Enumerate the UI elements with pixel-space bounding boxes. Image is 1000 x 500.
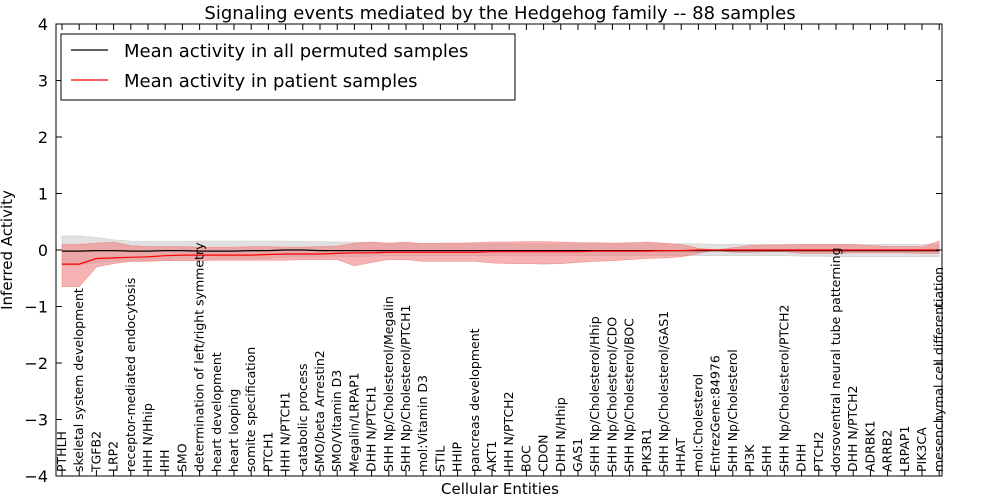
x-tick-label: CDON [536, 434, 551, 472]
x-tick-label: skeletal system development [71, 288, 86, 472]
x-tick-label: catabolic process [295, 363, 310, 472]
x-tick-label: GAS1 [570, 438, 585, 472]
y-tick-label: −3 [24, 411, 48, 430]
x-tick-label: mesenchymal cell differentiation [931, 267, 946, 472]
x-tick-label: PI3K [742, 444, 757, 472]
x-tick-label: DHH [794, 444, 809, 472]
legend-box [60, 33, 516, 101]
x-tick-label: STIL [432, 446, 447, 472]
y-tick-label: 2 [38, 128, 48, 147]
y-tick-label: 0 [38, 241, 48, 260]
x-tick-label: SHH Np/Cholesterol/PTCH1 [398, 305, 413, 473]
x-tick-label: LRP2 [106, 441, 121, 472]
x-tick-label: mol:Cholesterol [690, 374, 705, 472]
x-tick-label: PIK3R1 [639, 428, 654, 472]
x-tick-label: SHH Np/Cholesterol [725, 349, 740, 472]
chart-title: Signaling events mediated by the Hedgeho… [204, 3, 795, 24]
x-tick-label: LRPAP1 [897, 426, 912, 472]
x-tick-label: DHH N/Hhip [553, 397, 568, 472]
x-tick-label: receptor-mediated endocytosis [123, 278, 138, 472]
plot-area [61, 235, 940, 288]
x-tick-label: IHH [157, 450, 172, 473]
y-tick-label: 4 [38, 15, 48, 34]
y-axis: 4 3 2 1 0 −1 −2 −3 −4 [24, 15, 942, 486]
x-tick-label: IHH N/PTCH1 [278, 391, 293, 472]
x-tick-label: AKT1 [484, 441, 499, 472]
x-tick-label: Megalin/LRPAP1 [346, 372, 361, 472]
y-axis-label: Inferred Activity [0, 190, 16, 310]
legend-label-patient: Mean activity in patient samples [124, 71, 418, 92]
x-tick-label: HHAT [673, 438, 688, 472]
x-tick-label: EntrezGene:84976 [708, 355, 723, 472]
y-tick-label: −2 [24, 354, 48, 373]
x-tick-label: PTCH2 [811, 431, 826, 472]
x-tick-label: PTHLH [54, 431, 69, 472]
x-tick-label: BOC [518, 445, 533, 472]
x-tick-label: somite specification [243, 347, 258, 472]
x-tick-label: DHH N/PTCH2 [845, 386, 860, 472]
x-tick-label: SHH Np/Cholesterol/Megalin [381, 296, 396, 472]
x-tick-label: SHH Np/Cholesterol/Hhip [587, 316, 602, 472]
legend-label-permuted: Mean activity in all permuted samples [124, 41, 468, 62]
x-tick-label: PIK3CA [914, 427, 929, 472]
x-tick-label: IHH N/PTCH2 [501, 391, 516, 472]
x-tick-label: IHH N/Hhip [140, 403, 155, 472]
x-tick-label: heart development [209, 352, 224, 472]
x-tick-label: SHH Np/Cholesterol/PTCH2 [776, 305, 791, 473]
x-tick-label: determination of left/right symmetry [192, 242, 207, 472]
y-tick-label: −4 [24, 467, 48, 486]
x-tick-label: mol:Vitamin D3 [415, 375, 430, 472]
x-tick-label: SHH Np/Cholesterol/CDO [604, 317, 619, 472]
x-tick-label: PTCH1 [260, 431, 275, 472]
x-tick-label: pancreas development [467, 328, 482, 472]
x-tick-label: DHH N/PTCH1 [364, 386, 379, 472]
x-tick-label: SMO/beta Arrestin2 [312, 350, 327, 472]
y-tick-label: 1 [38, 185, 48, 204]
x-tick-label: dorsoventral neural tube patterning [828, 248, 843, 473]
legend: Mean activity in all permuted samples Me… [60, 33, 516, 101]
x-tick-label: ARRB2 [880, 430, 895, 472]
x-tick-label: heart looping [226, 389, 241, 472]
x-tick-label: ADRBK1 [862, 420, 877, 472]
band-series-1 [61, 240, 940, 288]
y-tick-label: −1 [24, 298, 48, 317]
x-tick-label: SHH Np/Cholesterol/GAS1 [656, 311, 671, 472]
y-tick-label: 3 [38, 72, 48, 91]
x-tick-label: HHIP [450, 442, 465, 472]
x-tick-label: SHH [759, 445, 774, 472]
x-tick-label: SHH Np/Cholesterol/BOC [622, 318, 637, 472]
x-tick-label: SMO [174, 443, 189, 472]
x-tick-label: TGFB2 [88, 431, 103, 473]
x-axis-label: Cellular Entities [441, 480, 559, 498]
line-series-1 [62, 249, 940, 265]
x-tick-label: SMO/Vitamin D3 [329, 370, 344, 472]
